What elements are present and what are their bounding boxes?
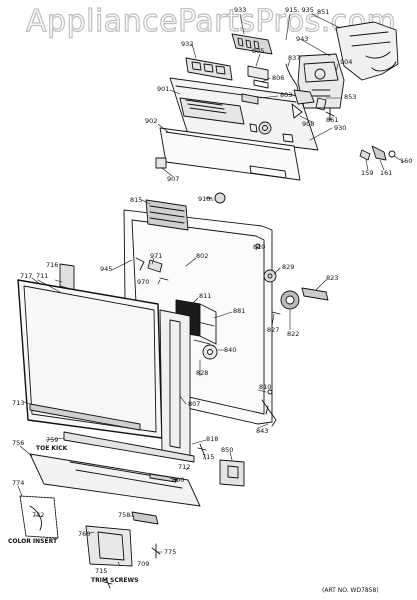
part-label-775: 775 xyxy=(164,548,177,556)
part-label-806: 806 xyxy=(272,74,285,82)
part-label-810-b: 810 xyxy=(259,383,272,391)
part-label-716: 716 xyxy=(46,261,59,269)
part-label-843: 843 xyxy=(256,427,269,435)
part-label-827: 827 xyxy=(267,326,280,334)
part-label-742: 742 xyxy=(32,511,45,519)
part-label-822: 822 xyxy=(287,330,300,338)
part-label-904: 904 xyxy=(340,58,353,66)
caption-trim-screws: TRIM SCREWS xyxy=(91,577,139,584)
part-label-712: 712 xyxy=(178,463,191,471)
part-label-159: 159 xyxy=(361,169,374,177)
part-label-774: 774 xyxy=(12,479,25,487)
part-label-910: 910 xyxy=(198,195,211,203)
part-label-853: 853 xyxy=(344,93,357,101)
part-label-711: 711 xyxy=(36,272,49,280)
leader-lines xyxy=(17,13,405,581)
part-label-758: 758 xyxy=(118,511,131,519)
watermark: AppliancePartsPros.com xyxy=(25,3,397,39)
part-label-829: 829 xyxy=(282,263,295,271)
part-label-943-top: 943 xyxy=(296,35,309,43)
part-label-930: 930 xyxy=(334,124,347,132)
part-label-800: 800 xyxy=(172,476,185,484)
part-label-901: 901 xyxy=(157,85,170,93)
control-panel-assembly xyxy=(155,21,399,204)
caption-color-insert: COLOR INSERT xyxy=(8,538,58,545)
part-label-837: 837 xyxy=(288,54,301,62)
part-label-815: 815 xyxy=(130,196,143,204)
part-label-840: 840 xyxy=(224,346,237,354)
part-label-715-a: 715 xyxy=(202,453,215,461)
part-label-756: 756 xyxy=(12,439,25,447)
part-label-932: 932 xyxy=(181,40,194,48)
part-label-717: 717 xyxy=(20,272,33,280)
part-label-970: 970 xyxy=(137,278,150,286)
part-label-713: 713 xyxy=(12,399,25,407)
part-label-715-b: 715 xyxy=(95,567,108,575)
part-label-810-a: 810 xyxy=(253,243,266,251)
part-label-861: 861 xyxy=(326,116,339,124)
caption-toe-kick: TOE KICK xyxy=(36,445,68,452)
part-label-823: 823 xyxy=(326,274,339,282)
part-label-902: 902 xyxy=(145,117,158,125)
part-label-160: 160 xyxy=(400,157,413,165)
part-label-759: 759 xyxy=(46,436,59,444)
part-label-933: 933 xyxy=(234,6,247,14)
part-label-850: 850 xyxy=(221,446,234,454)
part-label-828: 828 xyxy=(196,369,209,377)
part-label-760: 760 xyxy=(78,530,91,538)
part-label-881: 881 xyxy=(233,307,246,315)
part-label-851: 851 xyxy=(317,8,330,16)
part-label-971: 971 xyxy=(150,252,163,260)
part-label-805: 805 xyxy=(252,47,265,55)
art-number: (ART NO. WD7858) xyxy=(322,587,379,594)
part-label-709: 709 xyxy=(137,560,150,568)
part-label-802: 802 xyxy=(196,252,209,260)
part-label-915-935: 915, 935 xyxy=(285,6,314,14)
part-label-907: 907 xyxy=(167,175,180,183)
part-label-945: 945 xyxy=(100,265,113,273)
part-label-161: 161 xyxy=(380,169,393,177)
part-label-811: 811 xyxy=(199,292,212,300)
outer-door-panel xyxy=(17,263,245,589)
part-label-807: 807 xyxy=(188,400,201,408)
part-label-908: 908 xyxy=(302,120,315,128)
part-label-803: 803 xyxy=(280,91,293,99)
part-label-818: 818 xyxy=(206,435,219,443)
